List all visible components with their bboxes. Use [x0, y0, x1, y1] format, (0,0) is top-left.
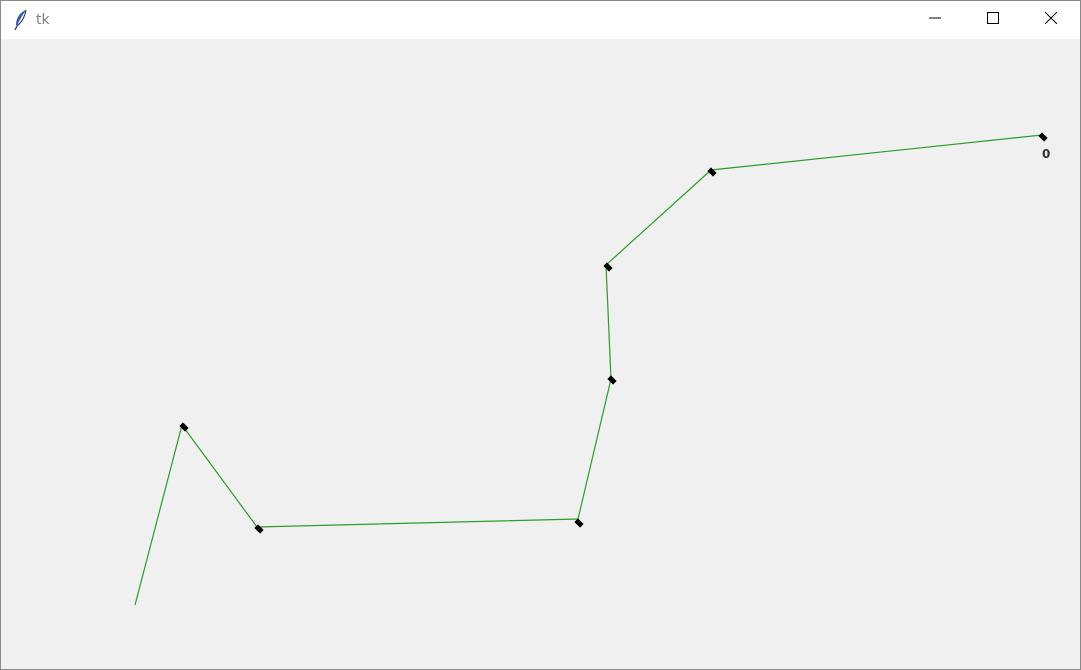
close-icon — [1044, 11, 1058, 29]
path-line — [134, 134, 1043, 606]
path-marker[interactable] — [179, 422, 189, 432]
drawing-canvas[interactable]: 0 — [1, 39, 1080, 669]
minimize-icon — [929, 11, 941, 29]
maximize-icon — [987, 11, 999, 29]
path-marker[interactable] — [1038, 132, 1048, 142]
title-bar[interactable]: tk — [1, 1, 1080, 39]
canvas-drawing: 0 — [134, 132, 1050, 606]
path-marker[interactable] — [574, 518, 584, 528]
maximize-button[interactable] — [964, 1, 1022, 39]
feather-icon — [13, 9, 29, 31]
path-marker[interactable] — [607, 375, 617, 385]
minimize-button[interactable] — [906, 1, 964, 39]
path-marker[interactable] — [254, 524, 264, 534]
path-marker[interactable] — [707, 167, 717, 177]
window-title: tk — [36, 12, 50, 28]
point-label: 0 — [1042, 147, 1050, 161]
path-marker[interactable] — [603, 262, 613, 272]
close-button[interactable] — [1022, 1, 1080, 39]
